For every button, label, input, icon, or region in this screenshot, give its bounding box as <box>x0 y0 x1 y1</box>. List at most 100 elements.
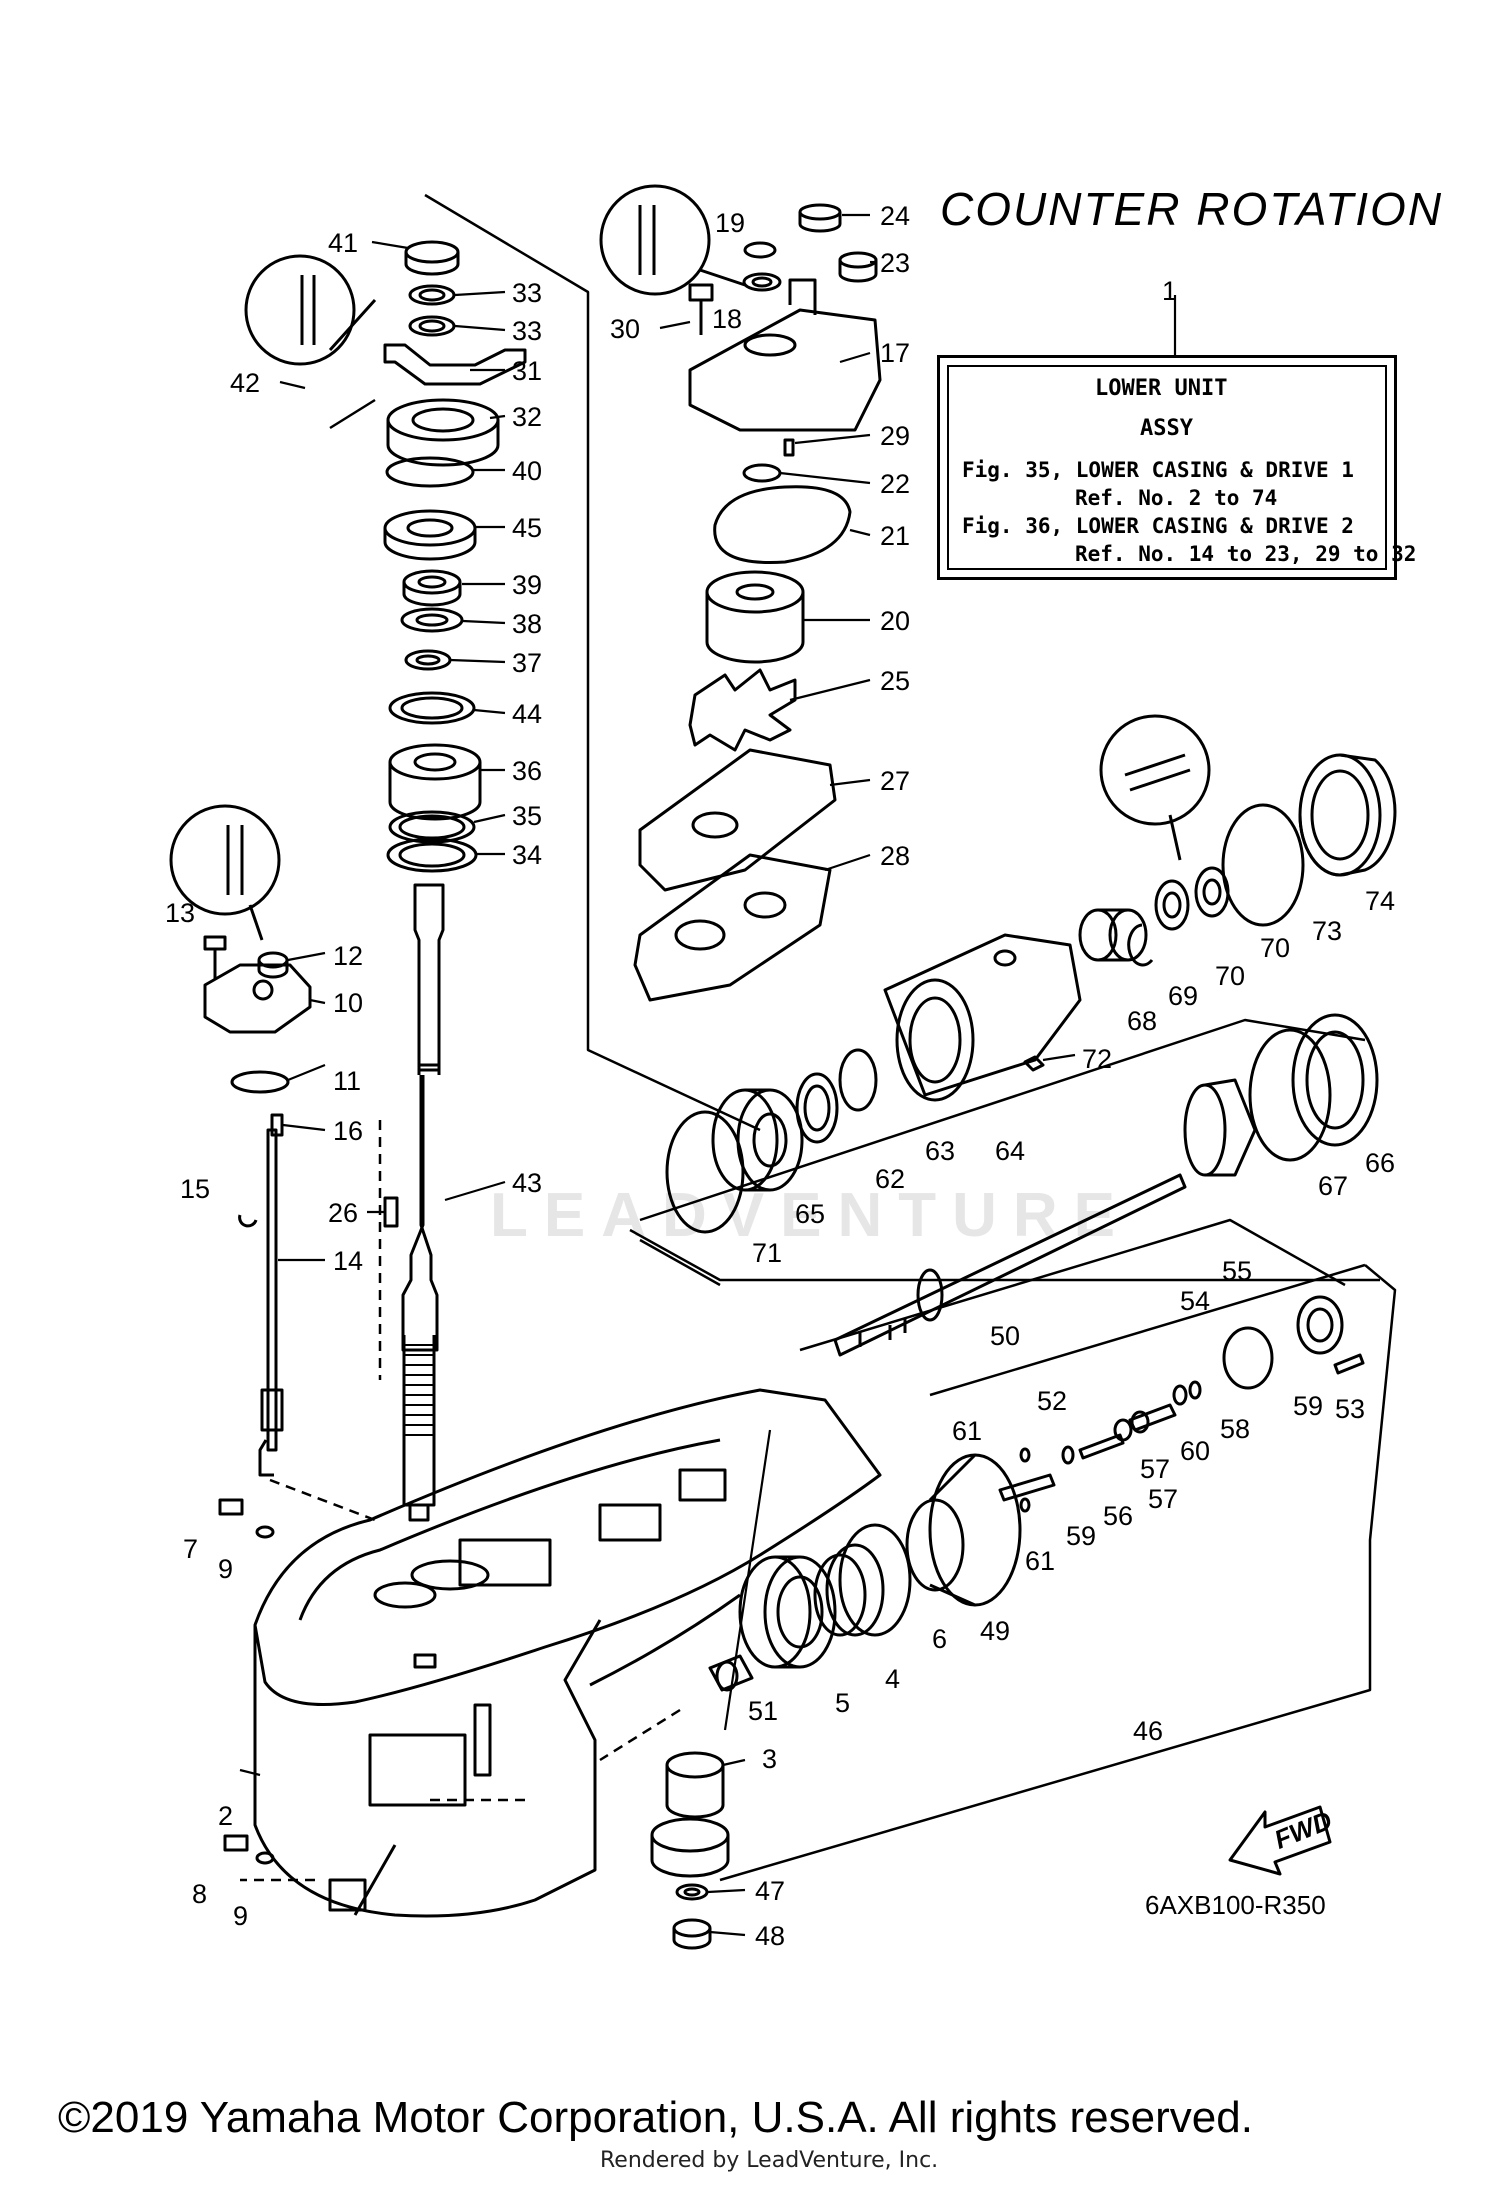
callout-40: 40 <box>512 456 542 486</box>
callout-8: 8 <box>192 1879 207 1909</box>
callout-14: 14 <box>333 1246 363 1276</box>
callout-60: 60 <box>1180 1436 1210 1466</box>
callout-55: 55 <box>1222 1256 1252 1286</box>
callout-27: 27 <box>880 766 910 796</box>
assy-line-5: Fig. 36, LOWER CASING & DRIVE 2 <box>962 514 1354 538</box>
callout-50: 50 <box>990 1321 1020 1351</box>
callout-61b: 61 <box>1025 1546 1055 1576</box>
assy-ref-label: 1 <box>1162 276 1177 306</box>
callout-33a: 33 <box>512 278 542 308</box>
callout-24: 24 <box>880 201 910 231</box>
callout-35: 35 <box>512 801 542 831</box>
callout-22: 22 <box>880 469 910 499</box>
detail-bubbles <box>169 184 1211 941</box>
callout-73: 73 <box>1312 916 1342 946</box>
callout-44: 44 <box>512 699 542 729</box>
callout-18: 18 <box>712 304 742 334</box>
callout-30: 30 <box>610 314 640 344</box>
callout-23: 23 <box>880 248 910 278</box>
callout-19: 19 <box>715 208 745 238</box>
bolt-8 <box>223 1834 249 1852</box>
callout-32: 32 <box>512 402 542 432</box>
watermark: LEADVENTURE <box>490 1181 1132 1250</box>
callout-42: 42 <box>230 368 260 398</box>
callout-70a: 70 <box>1215 961 1245 991</box>
callout-43: 43 <box>512 1168 542 1198</box>
callout-61a: 61 <box>952 1416 982 1446</box>
rendered-by-notice: Rendered by LeadVenture, Inc. <box>600 2148 939 2173</box>
assy-line-1: LOWER UNIT <box>1095 376 1228 401</box>
callout-25: 25 <box>880 666 910 696</box>
callout-59a: 59 <box>1293 1391 1323 1421</box>
leader-lines <box>239 213 1177 1937</box>
callout-20: 20 <box>880 606 910 636</box>
lower-casing <box>253 1388 882 1918</box>
callout-66: 66 <box>1365 1148 1395 1178</box>
callout-67: 67 <box>1318 1171 1348 1201</box>
propeller-shaft-housing-assembly <box>650 753 1397 1950</box>
callout-71: 71 <box>752 1238 782 1268</box>
assembly-info-inner-frame <box>947 365 1387 570</box>
callout-4: 4 <box>885 1664 900 1694</box>
callout-64: 64 <box>995 1136 1025 1166</box>
diagram-code: 6AXB100-R350 <box>1145 1890 1326 1920</box>
callout-52: 52 <box>1037 1386 1067 1416</box>
callout-48: 48 <box>755 1921 785 1951</box>
assy-ref-number: 1 <box>1162 276 1177 306</box>
callout-11: 11 <box>333 1066 361 1096</box>
callout-17: 17 <box>880 338 910 368</box>
callout-28: 28 <box>880 841 910 871</box>
washer-9-bottom <box>255 1851 275 1865</box>
assy-line-4: Ref. No. 2 to 74 <box>1075 486 1278 510</box>
callout-29: 29 <box>880 421 910 451</box>
assy-line-6: Ref. No. 14 to 23, 29 to 32 <box>1075 542 1417 566</box>
callout-56: 56 <box>1103 1501 1133 1531</box>
callout-13: 13 <box>165 898 195 928</box>
callout-21: 21 <box>880 521 910 551</box>
copyright-notice: ©2019 Yamaha Motor Corporation, U.S.A. A… <box>58 2093 1253 2142</box>
callout-36: 36 <box>512 756 542 786</box>
callout-62: 62 <box>875 1164 905 1194</box>
callout-37: 37 <box>512 648 542 678</box>
callout-16: 16 <box>333 1116 363 1146</box>
callout-7: 7 <box>183 1534 198 1564</box>
diagram-title: COUNTER ROTATION <box>940 183 1444 235</box>
callout-45: 45 <box>512 513 542 543</box>
callout-63: 63 <box>925 1136 955 1166</box>
callout-9b: 9 <box>233 1901 248 1931</box>
callout-72: 72 <box>1082 1044 1112 1074</box>
callout-57a: 57 <box>1140 1454 1170 1484</box>
callout-65: 65 <box>795 1199 825 1229</box>
washer-9-top <box>255 1525 275 1539</box>
assy-line-3: Fig. 35, LOWER CASING & DRIVE 1 <box>962 458 1354 482</box>
water-pump-assembly <box>633 203 882 1002</box>
shift-rod-assembly <box>203 935 399 1477</box>
callout-49: 49 <box>980 1616 1010 1646</box>
callout-10: 10 <box>333 988 363 1018</box>
fwd-arrow <box>1228 1805 1332 1876</box>
callout-33b: 33 <box>512 316 542 346</box>
callout-46: 46 <box>1133 1716 1163 1746</box>
callout-39: 39 <box>512 570 542 600</box>
callout-9a: 9 <box>218 1554 233 1584</box>
callout-57b: 57 <box>1148 1484 1178 1514</box>
callout-54: 54 <box>1180 1286 1210 1316</box>
assy-line-2: ASSY <box>1140 416 1193 441</box>
callout-41: 41 <box>328 228 358 258</box>
callout-labels: 2 3 4 5 6 7 8 9 9 10 11 12 13 14 15 16 1… <box>165 201 1395 1951</box>
dashed-guide-lines <box>240 1120 681 1882</box>
callout-59b: 59 <box>1066 1521 1096 1551</box>
callout-12: 12 <box>333 941 363 971</box>
drive-shaft-assembly <box>383 240 527 1522</box>
callout-3: 3 <box>762 1744 777 1774</box>
callout-38: 38 <box>512 609 542 639</box>
callout-69: 69 <box>1168 981 1198 1011</box>
callout-47: 47 <box>755 1876 785 1906</box>
callout-74: 74 <box>1365 886 1395 916</box>
callout-26: 26 <box>328 1198 358 1228</box>
callout-68: 68 <box>1127 1006 1157 1036</box>
callout-51: 51 <box>748 1696 778 1726</box>
callout-34: 34 <box>512 840 542 870</box>
callout-58: 58 <box>1220 1414 1250 1444</box>
